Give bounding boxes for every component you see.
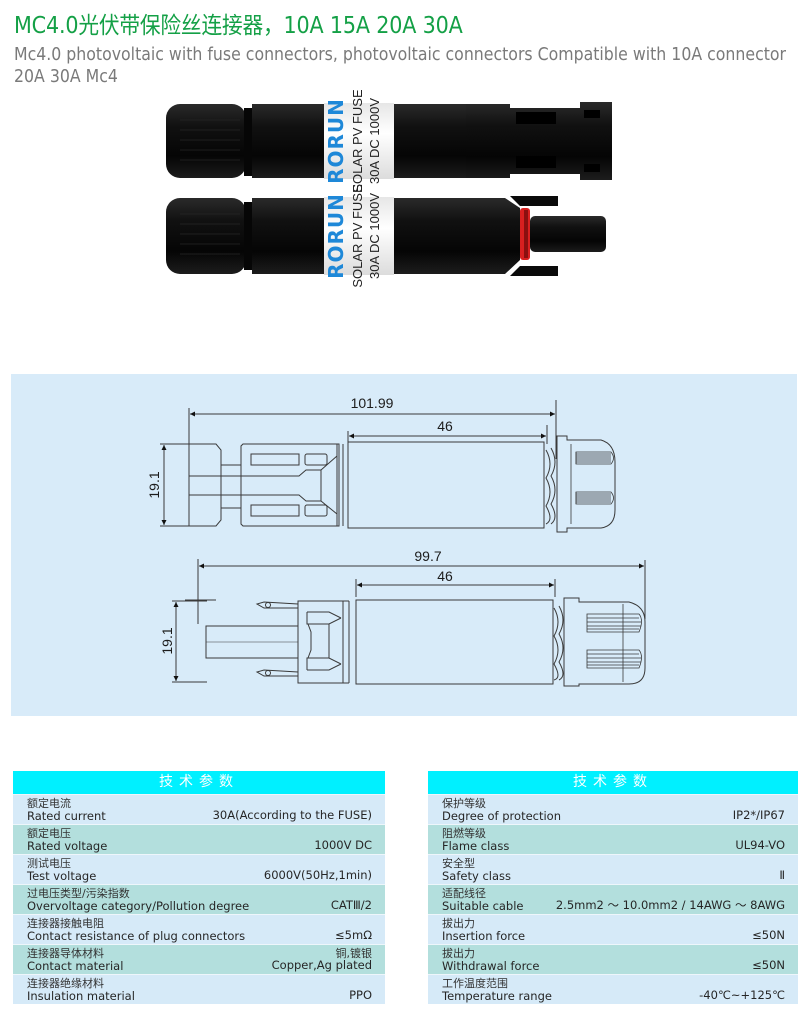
svg-text:19.1: 19.1 xyxy=(159,627,175,654)
spec-row-degree-of-protection: 保护等级 Degree of protection IP2*/IP67 xyxy=(428,794,798,824)
svg-text:30A DC 1000V: 30A DC 1000V xyxy=(367,98,382,184)
spec-table-header: 技术参数 xyxy=(428,771,798,794)
drawing-bottom-view: 99.7 46 19.1 xyxy=(159,548,646,687)
page-subtitle: Mc4.0 photovoltaic with fuse connectors,… xyxy=(14,45,787,87)
spec-row-test-voltage: 测试电压 Test voltage 6000V(50Hz,1min) xyxy=(13,854,385,884)
spec-row-temperature-range: 工作温度范围 Temperature range -40℃~+125℃ xyxy=(428,974,798,1004)
svg-text:RORUN: RORUN xyxy=(324,193,348,279)
svg-text:99.7: 99.7 xyxy=(414,548,441,564)
spec-row-rated-current: 额定电流 Rated current 30A(According to the … xyxy=(13,794,385,824)
spec-row-suitable-cable: 适配线径 Suitable cable 2.5mm2 ～ 10.0mm2 / 1… xyxy=(428,884,798,914)
spec-row-withdrawal-force: 拔出力 Withdrawal force ≤50N xyxy=(428,944,798,974)
spec-table-right: 技术参数 保护等级 Degree of protection IP2*/IP67… xyxy=(428,771,798,1004)
spec-table-left: 技术参数 额定电流 Rated current 30A(According to… xyxy=(13,771,385,1004)
svg-text:SOLAR PV FUSE: SOLAR PV FUSE xyxy=(350,90,365,193)
spec-row-insertion-force: 拔出力 Insertion force ≤50N xyxy=(428,914,798,944)
svg-text:101.99: 101.99 xyxy=(351,395,394,411)
product-photo: RORUN SOLAR PV FUSE 30A DC 1000V RORUN xyxy=(160,89,640,290)
svg-text:SOLAR PV FUSE: SOLAR PV FUSE xyxy=(350,184,365,288)
dimension-drawing: 101.99 46 19.1 xyxy=(11,374,797,716)
spec-row-rated-voltage: 额定电压 Rated voltage 1000V DC xyxy=(13,824,385,854)
spec-table-header: 技术参数 xyxy=(13,771,385,794)
spec-row-overvoltage: 过电压类型/污染指数 Overvoltage category/Pollutio… xyxy=(13,884,385,914)
svg-text:19.1: 19.1 xyxy=(146,471,162,498)
fuse-label-bottom: RORUN SOLAR PV FUSE 30A DC 1000V xyxy=(324,184,382,288)
connector-female xyxy=(166,102,612,180)
drawing-top-view: 101.99 46 19.1 xyxy=(146,395,616,533)
spec-row-contact-material: 连接器导体材料 Contact material 铜,镀银 Copper,Ag … xyxy=(13,944,385,974)
svg-text:RORUN: RORUN xyxy=(324,98,348,184)
fuse-label-top: RORUN SOLAR PV FUSE 30A DC 1000V xyxy=(324,89,382,193)
svg-text:46: 46 xyxy=(437,418,453,434)
spec-row-insulation-material: 连接器绝缘材料 Insulation material PPO xyxy=(13,974,385,1004)
svg-text:46: 46 xyxy=(437,568,453,584)
spec-row-flame-class: 阻燃等级 Flame class UL94-VO xyxy=(428,824,798,854)
connector-male xyxy=(166,196,606,276)
spec-row-contact-resistance: 连接器接触电阻 Contact resistance of plug conne… xyxy=(13,914,385,944)
svg-text:30A DC 1000V: 30A DC 1000V xyxy=(367,193,382,279)
spec-row-safety-class: 安全型 Safety class Ⅱ xyxy=(428,854,798,884)
page-title: MC4.0光伏带保险丝连接器，10A 15A 20A 30A xyxy=(14,13,463,39)
